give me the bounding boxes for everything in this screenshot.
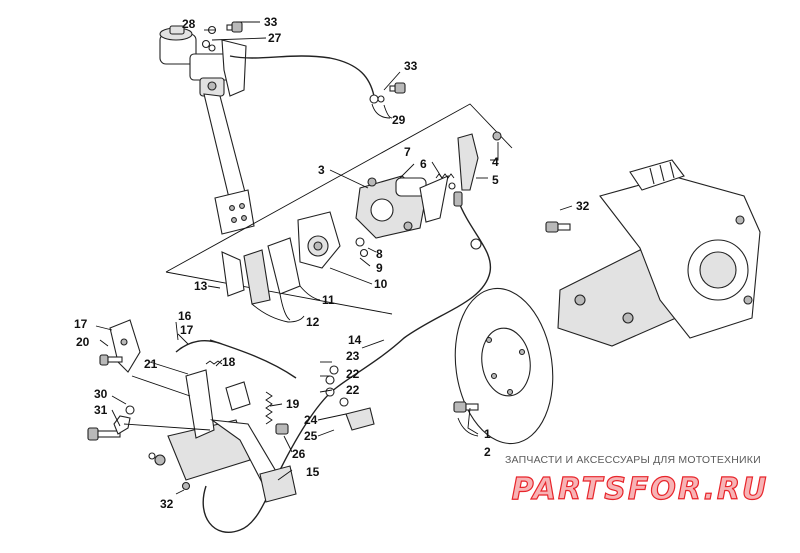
callout-17-mid: 21 (144, 357, 158, 371)
callout-23: 31 (94, 403, 108, 417)
watermark-logo-text: PARTSFOR.RU (512, 472, 769, 507)
callout-32-top: 28 (182, 17, 196, 31)
leader-lines (95, 21, 573, 495)
return-spring (265, 391, 273, 425)
callout-7: 7 (404, 145, 411, 159)
caliper-lever (419, 131, 502, 223)
callout-19: 20 (76, 335, 90, 349)
small-spring-20 (205, 360, 223, 365)
rear-axle-housing (545, 159, 761, 347)
callout-12: 12 (306, 315, 320, 329)
callout-33-top: 33 (264, 15, 278, 29)
callout-11: 11 (322, 293, 335, 307)
lever-cable (175, 339, 297, 379)
callout-8: 8 (376, 247, 383, 261)
callout-31: 27 (268, 31, 282, 45)
callout-28: 26 (292, 447, 306, 461)
caliper-body (355, 175, 427, 239)
brake-pedal-bracket (167, 369, 251, 481)
brake-rotor (454, 287, 554, 445)
rotor-bolt (453, 401, 479, 413)
callout-22-left: 30 (94, 387, 108, 401)
callout-24: 22 (346, 367, 360, 381)
banjo-bolt-lower (389, 82, 406, 94)
callout-26: 24 (304, 413, 318, 427)
callout-27: 25 (304, 429, 318, 443)
callout-25: 23 (346, 349, 360, 363)
caliper-bracket (297, 211, 341, 269)
callout-32-lower: 29 (392, 113, 406, 127)
pedal-bolt-19 (99, 354, 123, 366)
callout-13: 13 (194, 279, 208, 293)
callout-15: 15 (306, 465, 320, 479)
callout-labels: 28 33 27 33 29 3 7 6 4 5 8 9 10 11 12 13… (74, 15, 590, 511)
brake-hose (229, 55, 375, 97)
watermark-logo: PARTSFOR.RU (511, 471, 769, 507)
callout-16: 17 (180, 323, 194, 337)
brake-pads (243, 237, 301, 305)
callout-17-top: 16 (178, 309, 192, 323)
callout-2: 2 (484, 445, 491, 459)
watermark-caption: ЗАПЧАСТИ И АКСЕССУАРЫ ДЛЯ МОТОТЕХНИКИ (505, 454, 761, 466)
pad-spring (221, 251, 245, 297)
callout-30: 32 (576, 199, 590, 213)
callout-21: 19 (286, 397, 300, 411)
brake-lever-bracket (109, 319, 141, 373)
master-cylinder-assembly (159, 25, 255, 235)
callout-20: 18 (222, 355, 236, 369)
callout-14: 14 (348, 333, 362, 347)
callout-29: 32 (160, 497, 174, 511)
brake-pedal (209, 419, 297, 503)
callout-5: 5 (492, 173, 499, 187)
stop-switch (275, 365, 375, 435)
pivot-bolt-28 (148, 452, 166, 466)
clevis-pin-23 (87, 405, 135, 441)
callout-9: 9 (376, 261, 383, 275)
bolt-29 (181, 481, 191, 491)
callout-33-lower: 33 (404, 59, 418, 73)
callout-18: 17 (74, 317, 88, 331)
callout-1: 1 (484, 427, 491, 441)
callout-6: 6 (420, 157, 427, 171)
callout-3: 3 (318, 163, 325, 177)
callout-10: 10 (374, 277, 388, 291)
brake-cable (202, 199, 492, 533)
callout-4: 4 (492, 155, 499, 169)
callout-22-right: 22 (346, 383, 360, 397)
